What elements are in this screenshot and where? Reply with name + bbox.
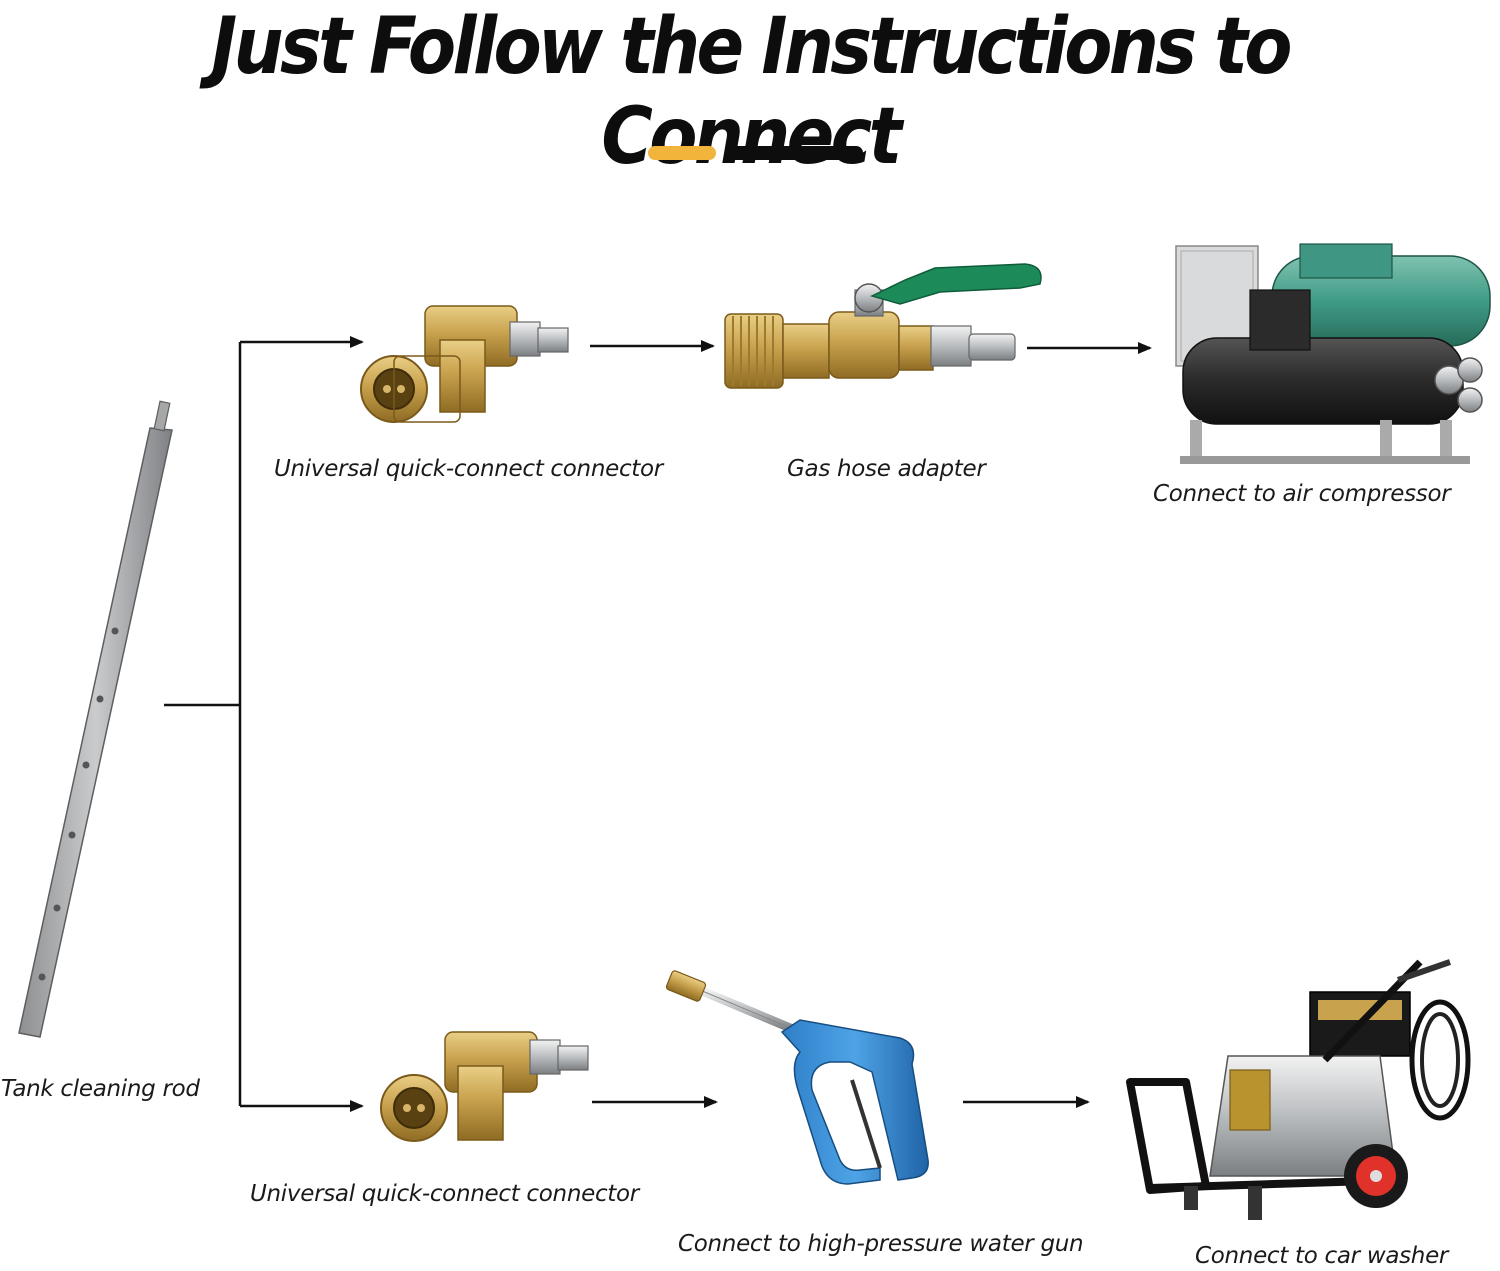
quick-connect-connector-icon — [360, 305, 569, 423]
accent-bar-yellow — [648, 146, 716, 160]
label-car-washer: Connect to car washer — [1195, 1243, 1449, 1269]
car-washer-icon — [1126, 959, 1471, 1220]
label-air-compressor: Connect to air compressor — [1153, 481, 1451, 507]
label-gas-adapter: Gas hose adapter — [787, 456, 986, 482]
label-rod: Tank cleaning rod — [1, 1076, 200, 1102]
water-gun-icon — [665, 970, 929, 1185]
accent-bar-black — [729, 146, 863, 160]
label-bottom-connector: Universal quick-connect connector — [250, 1181, 639, 1207]
gas-hose-adapter-icon — [724, 263, 1042, 389]
label-water-gun: Connect to high-pressure water gun — [678, 1231, 1084, 1257]
quick-connect-connector-bottom-icon — [380, 1031, 589, 1142]
air-compressor-icon — [1175, 243, 1491, 464]
flow-lines — [164, 336, 1152, 1112]
label-top-connector: Universal quick-connect connector — [274, 456, 663, 482]
page-title: Just Follow the Instructions to Connect — [211, 2, 1292, 182]
tank-cleaning-rod-icon — [18, 400, 173, 1038]
